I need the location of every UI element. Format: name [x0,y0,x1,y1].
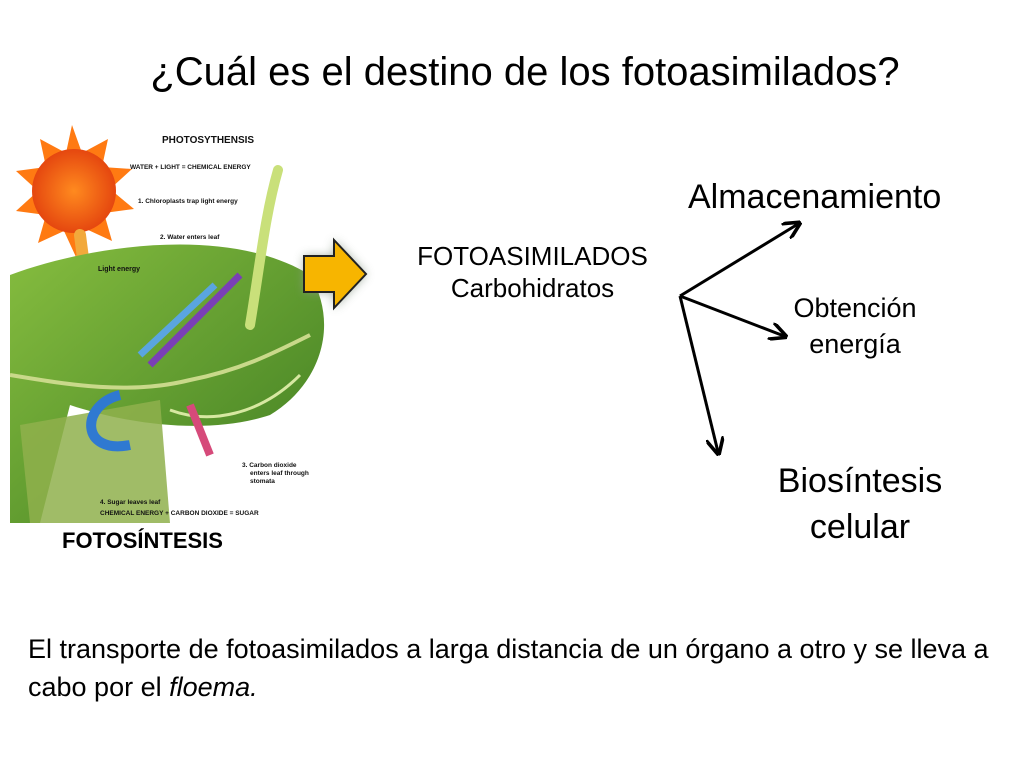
illus-step3-line2: enters leaf through [250,470,309,477]
carbohidratos-label: Carbohidratos [450,273,615,303]
illus-step3-line1: 3. Carbon dioxide [242,462,297,469]
illus-light-label: Light energy [98,266,140,273]
slide-title: ¿Cuál es el destino de los fotoasimilado… [150,50,900,94]
footer-text-floema: floema. [169,672,258,702]
fotoasimilados-label: FOTOASIMILADOS [417,241,648,271]
arrow-to-obtencion [679,294,784,336]
illus-step2: 2. Water enters leaf [160,234,220,241]
obtencion-energia-label: Obtención energía [770,290,940,362]
leaf-icon [10,244,325,523]
illustration-caption: FOTOSÍNTESIS [62,528,223,553]
illus-step4: 4. Sugar leaves leaf [100,499,161,506]
photosynthesis-illustration: PHOTOSYTHENSIS WATER + LIGHT = CHEMICAL … [10,125,325,523]
fotoasimilados-block: FOTOASIMILADOS Carbohidratos [380,240,685,304]
almacenamiento-label: Almacenamiento [688,178,942,216]
biosintesis-celular-label: Biosíntesis celular [740,458,980,550]
arrow-to-biosintesis [678,295,718,452]
footer-text-main: El transporte de fotoasimilados a larga … [28,634,989,702]
illus-step1: 1. Chloroplasts trap light energy [138,198,238,205]
illus-heading: PHOTOSYTHENSIS [162,135,254,146]
obtencion-line2: energía [809,329,901,359]
right-arrow-icon [303,237,368,311]
obtencion-line1: Obtención [793,293,917,323]
arrow-to-almacenamiento [679,224,798,298]
biosintesis-line1: Biosíntesis [777,462,943,500]
footer-text: El transporte de fotoasimilados a larga … [28,630,1008,706]
biosintesis-line2: celular [809,508,911,546]
sun-icon [16,125,134,257]
illus-step3-line3: stomata [250,478,275,485]
illus-equation-top: WATER + LIGHT = CHEMICAL ENERGY [130,164,251,171]
illus-equation-bottom: CHEMICAL ENERGY + CARBON DIOXIDE = SUGAR [100,510,259,517]
